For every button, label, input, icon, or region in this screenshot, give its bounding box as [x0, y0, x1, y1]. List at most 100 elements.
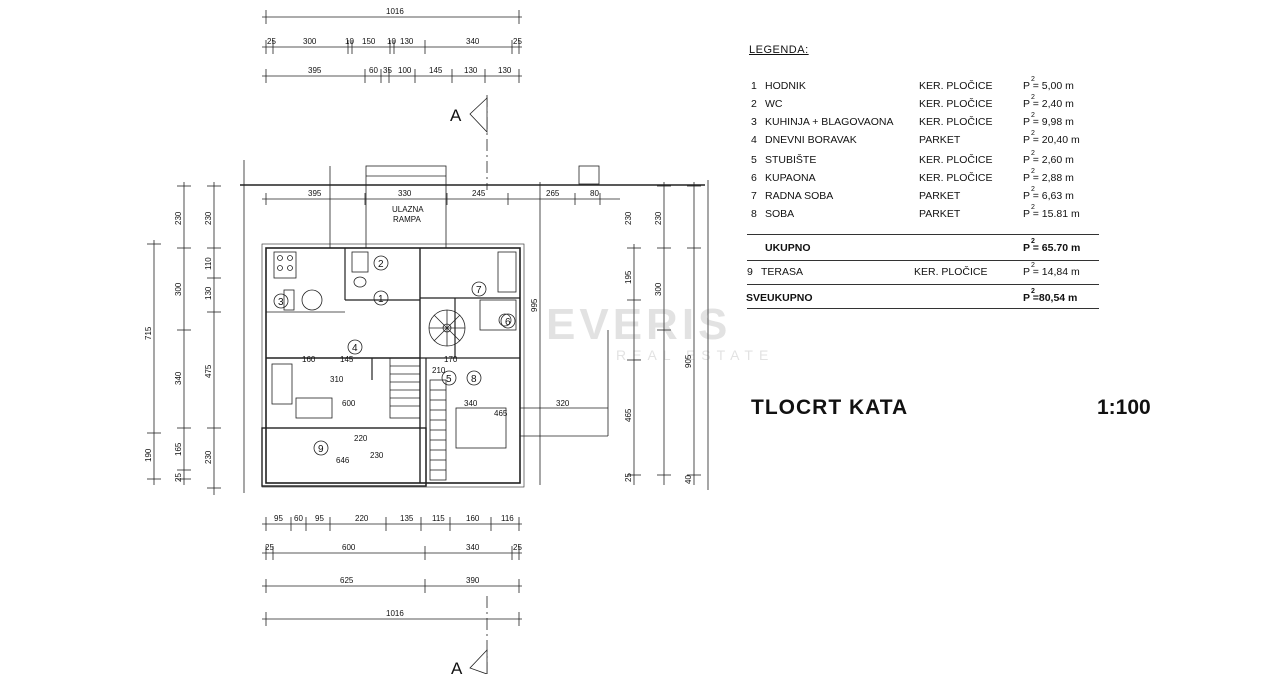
dim-bottom1: 220 — [355, 514, 369, 523]
dim-top2: 150 — [362, 37, 376, 46]
dim-top3: 130 — [498, 66, 512, 75]
dim-bottom1: 95 — [274, 514, 283, 523]
dim-inside: 600 — [342, 399, 356, 408]
dim-top2: 130 — [400, 37, 414, 46]
dim-left-inner: 230 — [204, 211, 213, 225]
dim-bottom1: 115 — [432, 514, 445, 523]
dim-inside: 320 — [556, 399, 570, 408]
dim-upper: 265 — [546, 189, 560, 198]
dim-stair-tall: 995 — [530, 298, 539, 312]
room-number-1: 1 — [378, 294, 384, 305]
room-name: RADNA SOBA — [765, 190, 834, 202]
room-num: 4 — [751, 134, 757, 146]
room-number-8: 8 — [471, 374, 477, 385]
dim-left-inner: 110 — [204, 257, 213, 270]
entrance-label-1: ULAZNA — [392, 205, 424, 214]
dim-bottom3: 625 — [340, 576, 354, 585]
dim-bottom1: 95 — [315, 514, 324, 523]
dim-top3: 60 — [369, 66, 378, 75]
dim-upper: 395 — [308, 189, 322, 198]
inside-dimensions: 600 160 145 310 646 340 465 170 210 320 … — [302, 355, 570, 465]
dim-bottom1: 116 — [501, 514, 514, 523]
dim-inside: 160 — [302, 355, 316, 364]
dim-inside: 465 — [494, 409, 508, 418]
dim-upper: 245 — [472, 189, 486, 198]
dim-inside: 170 — [444, 355, 458, 364]
legend-title: LEGENDA: — [749, 44, 809, 56]
room-name: KUPAONA — [765, 172, 816, 184]
dim-bottom2: 25 — [513, 543, 522, 552]
dim-bottom2: 340 — [466, 543, 480, 552]
section-marker-top: A — [450, 106, 462, 125]
room-num: 6 — [751, 172, 757, 184]
room-number-4: 4 — [352, 343, 358, 354]
dim-left-mid: 25 — [174, 473, 183, 482]
room-number-3: 3 — [278, 297, 284, 308]
dim-bottom1: 135 — [400, 514, 414, 523]
room-finish: KER. PLOČICE — [919, 154, 993, 166]
dim-left-mid: 230 — [174, 211, 183, 225]
legend-divider — [747, 284, 1099, 285]
dim-left-mid: 300 — [174, 282, 183, 296]
dim-left-mid: 340 — [174, 371, 183, 385]
legend-row: 3 KUHINJA + BLAGOVAONA KER. PLOČICE P = … — [751, 112, 1074, 128]
dim-right-inner: 300 — [654, 282, 663, 296]
dim-top3: 100 — [398, 66, 412, 75]
room-finish: PARKET — [919, 208, 961, 220]
dim-top-total: 1016 — [386, 7, 404, 16]
dim-top2: 10 — [345, 37, 354, 46]
room-number-circles — [273, 255, 516, 456]
legend-divider — [747, 260, 1099, 261]
room-num: 9 — [747, 266, 753, 278]
dim-bottom1: 160 — [466, 514, 480, 523]
dim-right-outer: 905 — [684, 354, 693, 368]
room-number-5: 5 — [446, 374, 452, 385]
room-number-9: 9 — [318, 444, 324, 455]
dim-top2: 340 — [466, 37, 480, 46]
dim-left-outer: 715 — [144, 326, 153, 340]
room-name: WC — [765, 98, 783, 110]
dim-inside: 210 — [432, 366, 446, 375]
room-num: 7 — [751, 190, 757, 202]
dim-upper: 80 — [590, 189, 599, 198]
total-label: SVEUKUPNO — [746, 292, 813, 304]
legend-divider — [747, 308, 1099, 309]
left-dimensions: 715 190 230 300 340 165 25 230 110 130 4… — [144, 211, 213, 482]
section-marker-bottom: A — [451, 659, 463, 674]
dim-bottom2: 600 — [342, 543, 356, 552]
dim-inside: 646 — [336, 456, 350, 465]
dim-top3: 395 — [308, 66, 322, 75]
dim-top2: 25 — [513, 37, 522, 46]
dim-top2: 25 — [267, 37, 276, 46]
watermark: EVERIS REAL ESTATE — [546, 303, 775, 364]
room-num: 2 — [751, 98, 757, 110]
drawing-title: TLOCRT KATA — [751, 396, 909, 419]
room-name: STUBIŠTE — [765, 154, 817, 166]
room-number-7: 7 — [476, 285, 482, 296]
entrance-label-2: RAMPA — [393, 215, 422, 224]
room-numbers: 1 2 3 4 5 6 7 8 9 — [278, 259, 511, 455]
dim-right-inner: 465 — [624, 408, 633, 422]
room-finish: KER. PLOČICE — [919, 116, 993, 128]
room-finish: KER. PLOČICE — [919, 98, 993, 110]
dim-inside: 340 — [464, 399, 478, 408]
room-name: SOBA — [765, 208, 795, 220]
watermark-sub: REAL ESTATE — [616, 347, 775, 363]
dim-left-inner: 230 — [204, 450, 213, 464]
dim-left-inner: 475 — [204, 364, 213, 378]
room-finish: KER. PLOČICE — [919, 80, 993, 92]
room-num: 5 — [751, 154, 757, 166]
room-name: HODNIK — [765, 80, 806, 92]
right-dimensions: 230 195 300 465 25 230 905 40 995 — [530, 211, 693, 484]
drawing-scale: 1:100 — [1097, 396, 1151, 419]
dim-inside: 220 — [354, 434, 368, 443]
